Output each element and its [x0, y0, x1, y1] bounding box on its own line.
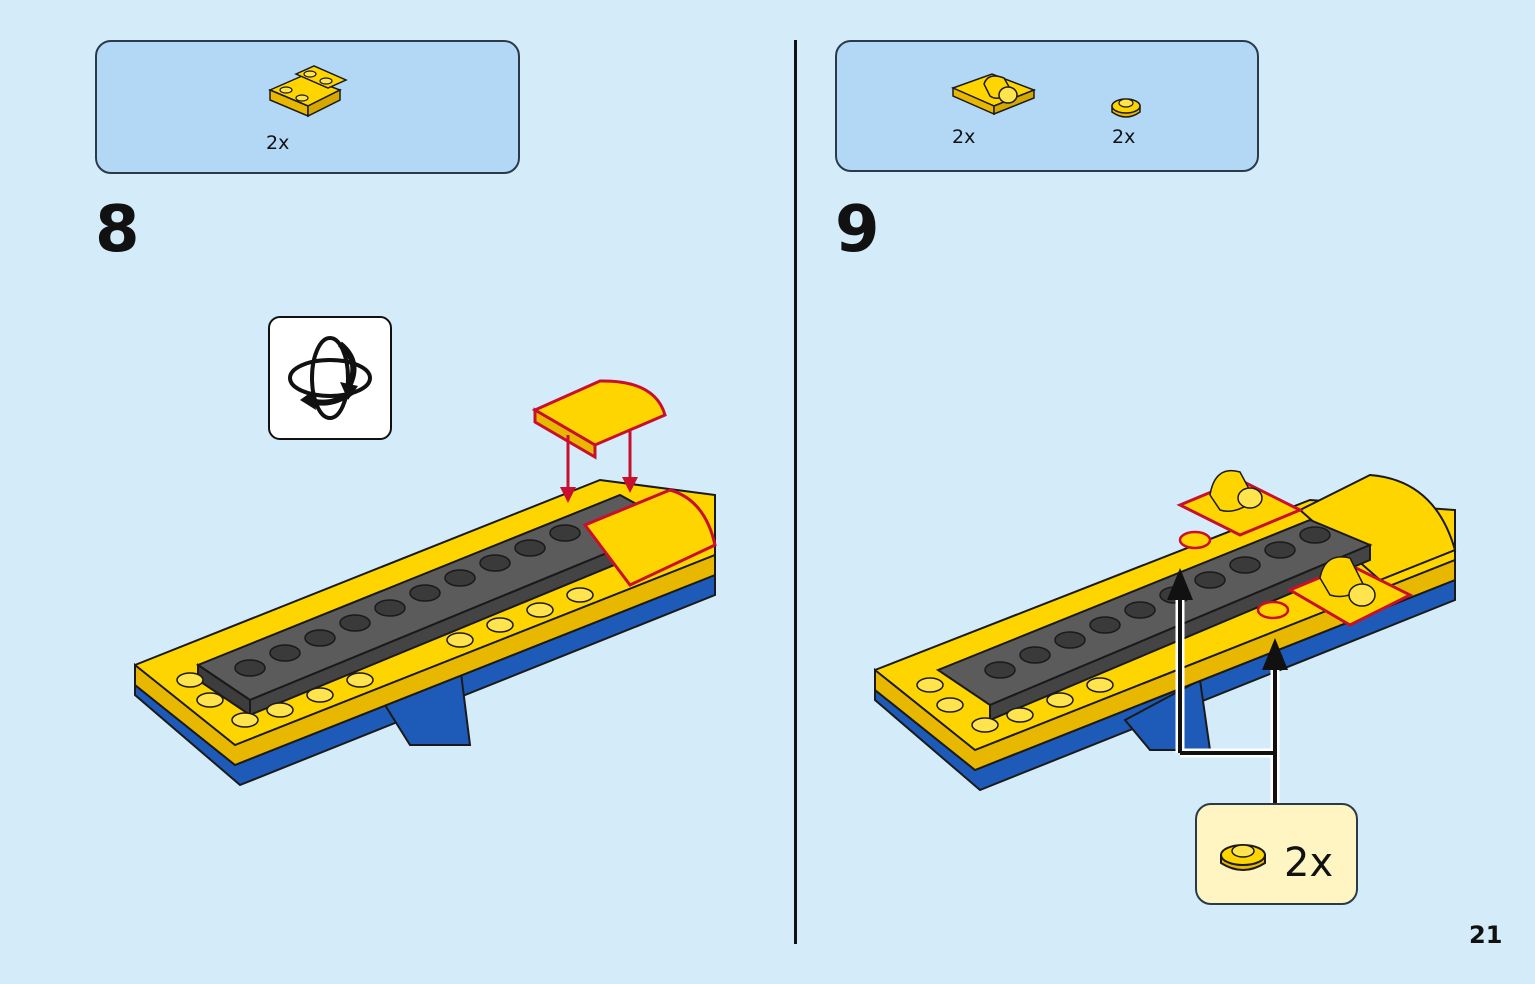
yellow-round-stud-icon	[1220, 844, 1266, 871]
step-8-part-quantity: 2x	[266, 132, 290, 154]
clip-plate-upper	[1176, 470, 1304, 537]
step-9-model-illustration	[874, 470, 1457, 805]
placed-round-studs	[1178, 530, 1290, 620]
rotate-model-box	[268, 316, 392, 440]
yellow-inverted-slope-brick-icon	[268, 65, 348, 118]
step-9-number: 9	[835, 193, 880, 267]
callout-quantity: 2x	[1284, 840, 1334, 886]
step-9-parts-box	[835, 40, 1259, 172]
step-9-part-2-quantity: 2x	[1112, 126, 1136, 148]
rotate-model-icon	[288, 336, 372, 420]
step-9-part-1-quantity: 2x	[952, 126, 976, 148]
yellow-plate-studs	[176, 587, 594, 728]
yellow-round-stud-icon	[1111, 98, 1141, 118]
yellow-plate-studs	[916, 677, 1114, 733]
step-9-callout-box	[1195, 803, 1358, 905]
yellow-plate-with-clip-icon	[950, 73, 1037, 116]
new-slope-brick	[531, 379, 667, 447]
grey-plate-studs	[234, 524, 581, 677]
step-divider	[794, 40, 797, 944]
step-8-number: 8	[95, 193, 140, 267]
installed-slope-brick	[582, 488, 717, 587]
slope-brick-nose	[1298, 473, 1457, 582]
clip-plate-lower	[1286, 556, 1414, 627]
step-8-model-illustration	[134, 379, 717, 787]
page-number: 21	[1469, 921, 1503, 949]
placement-arrows	[1167, 568, 1288, 805]
placement-arrows	[560, 430, 638, 503]
